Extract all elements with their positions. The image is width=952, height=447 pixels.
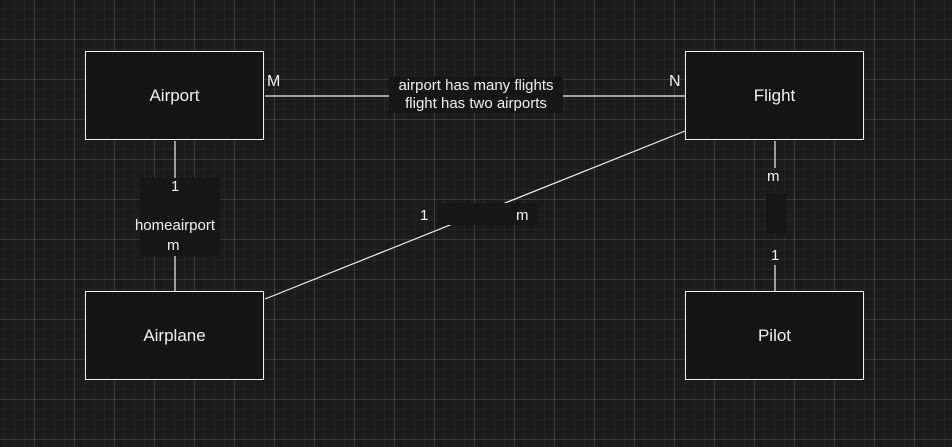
relationship-label-line2: flight has two airports — [405, 95, 547, 112]
label-mask-airport-airplane — [140, 178, 220, 256]
entity-airport-label: Airport — [149, 85, 200, 105]
relationship-label-homeairport[interactable]: homeairport — [134, 217, 216, 234]
cardinality-airplane-flight-left: 1 — [420, 207, 429, 224]
cardinality-airport-airplane-top: 1 — [171, 178, 180, 195]
cardinality-airport-flight-right: N — [669, 73, 681, 90]
cardinality-airport-airplane-bottom: m — [167, 237, 180, 254]
cardinality-flight-pilot-bottom: 1 — [771, 247, 780, 264]
relationship-label-airport-flight[interactable]: airport has many flights flight has two … — [389, 77, 563, 113]
cardinality-airport-flight-left: M — [267, 73, 281, 90]
entity-airplane-label: Airplane — [143, 325, 206, 345]
entity-pilot-label: Pilot — [757, 325, 792, 345]
entity-pilot[interactable]: Pilot — [685, 291, 864, 380]
entity-airplane[interactable]: Airplane — [85, 291, 264, 380]
label-mask-flight-pilot — [766, 194, 786, 234]
entity-flight[interactable]: Flight — [685, 51, 864, 140]
entity-flight-label: Flight — [753, 85, 796, 105]
cardinality-flight-pilot-top: m — [767, 168, 780, 185]
cardinality-airplane-flight-right: m — [516, 207, 529, 224]
relationship-label-line1: airport has many flights — [398, 77, 554, 94]
entity-airport[interactable]: Airport — [85, 51, 264, 140]
label-mask-airplane-flight — [437, 203, 537, 225]
